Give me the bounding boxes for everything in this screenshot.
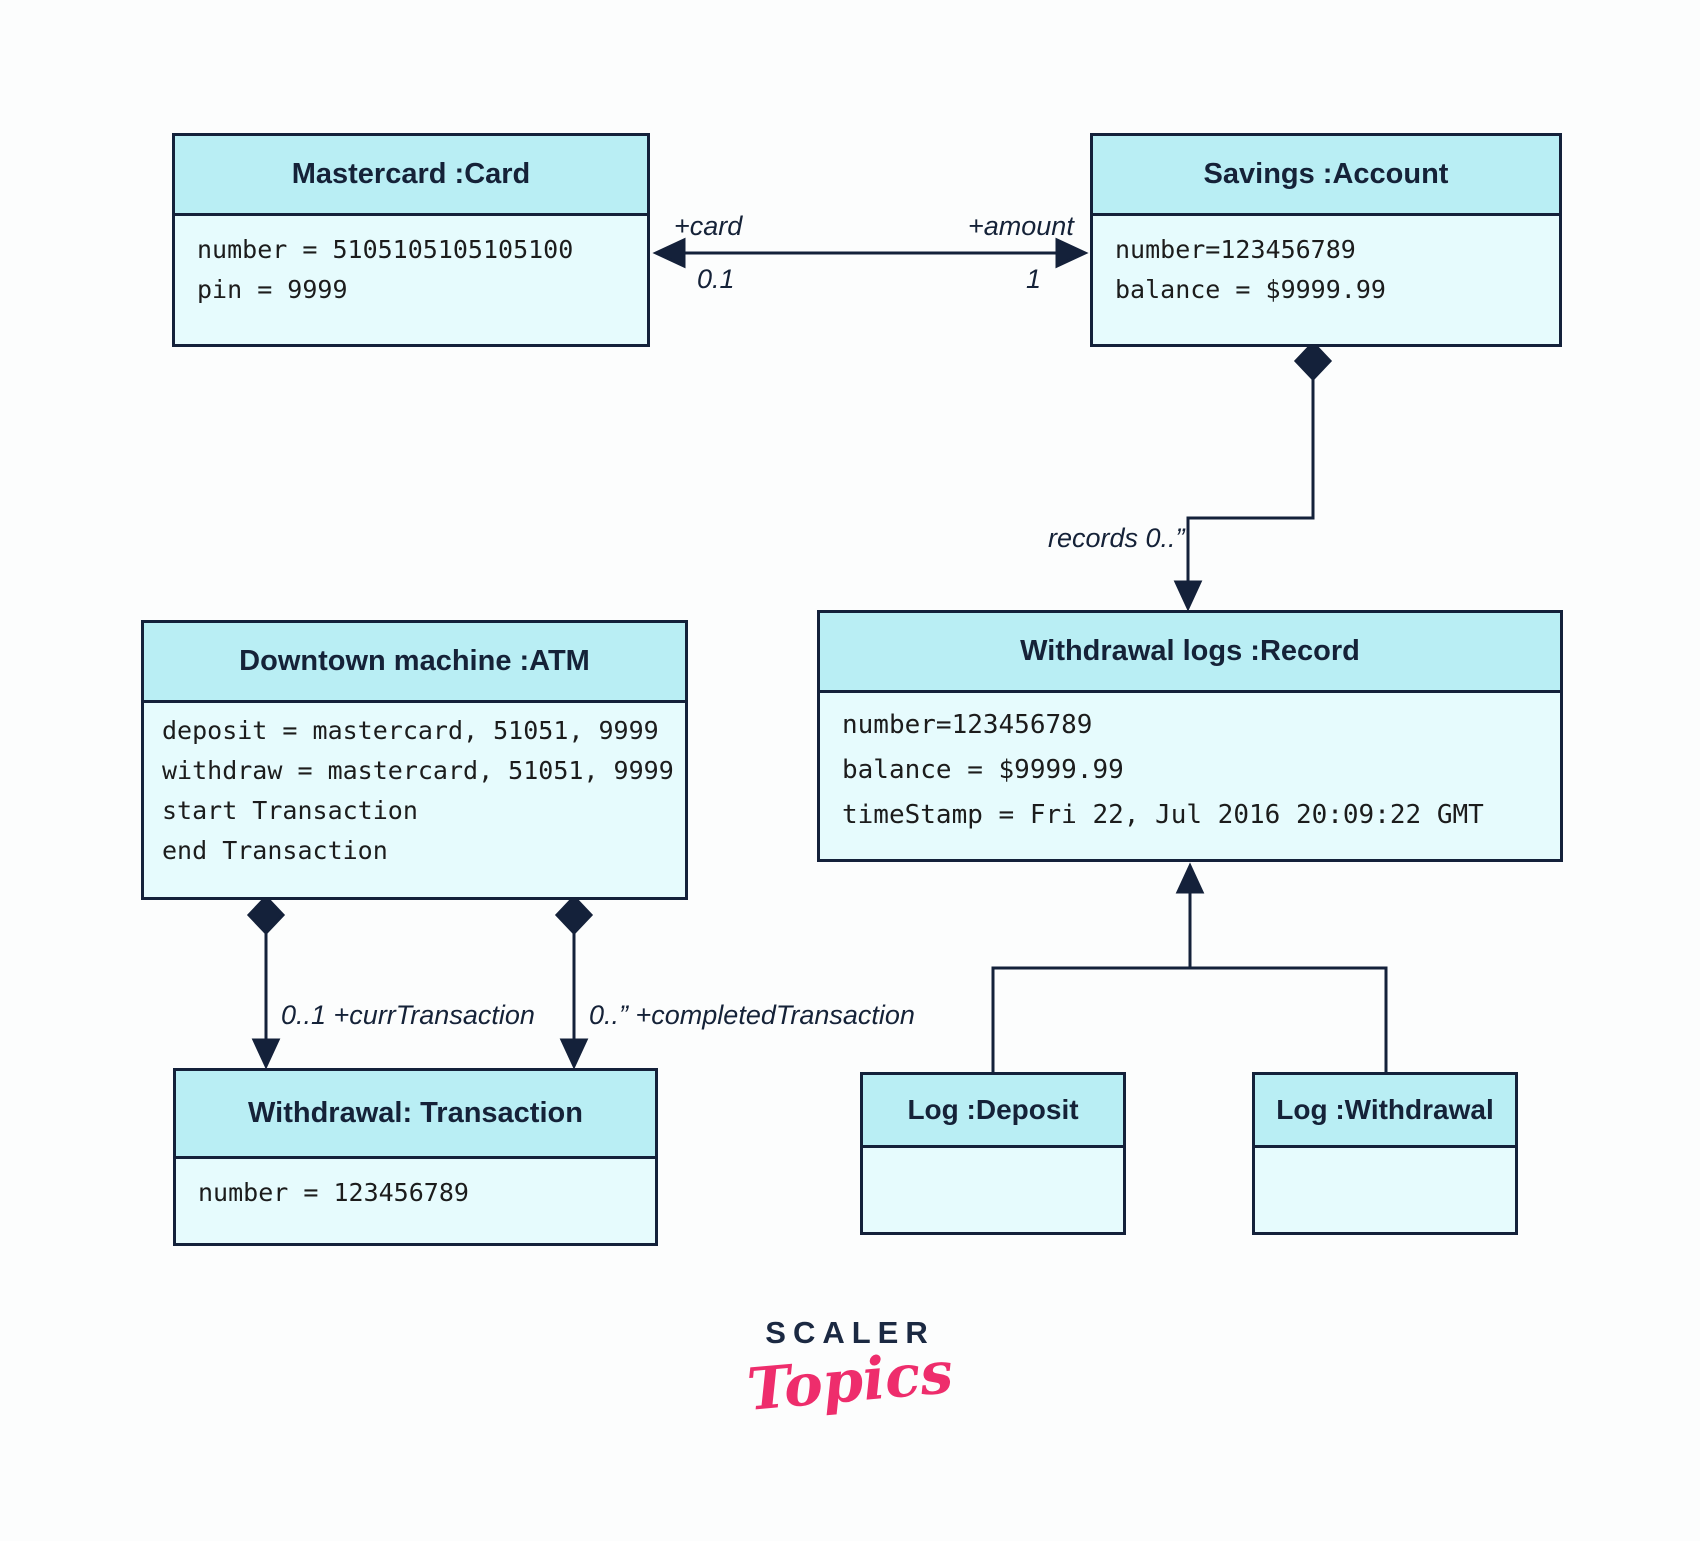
object-attributes: number = 123456789 [176, 1159, 655, 1213]
object-attributes: deposit = mastercard, 51051, 9999 withdr… [144, 703, 685, 871]
object-attributes [1255, 1148, 1515, 1158]
attribute-line: deposit = mastercard, 51051, 9999 [162, 716, 659, 745]
object-attributes [863, 1148, 1123, 1158]
attribute-line: balance = $9999.99 [842, 755, 1124, 785]
object-mastercard-card: Mastercard :Card number = 51051051051051… [172, 133, 650, 347]
attribute-line: balance = $9999.99 [1115, 275, 1386, 304]
object-withdrawal-transaction: Withdrawal: Transaction number = 1234567… [173, 1068, 658, 1246]
composition-atm-currtransaction [246, 894, 286, 1070]
attribute-line: timeStamp = Fri 22, Jul 2016 20:09:22 GM… [842, 800, 1484, 830]
attribute-line: number = 123456789 [198, 1178, 469, 1207]
object-title: Mastercard :Card [175, 136, 647, 216]
role-label-card: +card [674, 211, 743, 241]
object-title: Log :Withdrawal [1255, 1075, 1515, 1148]
object-title: Withdrawal logs :Record [820, 613, 1560, 693]
association-card-account [652, 237, 1089, 269]
object-downtown-machine-atm: Downtown machine :ATM deposit = masterca… [141, 620, 688, 900]
attribute-line: start Transaction [162, 796, 418, 825]
composition-diamond-icon [554, 894, 594, 936]
multiplicity-label-amount: 1 [1026, 264, 1042, 294]
object-savings-account: Savings :Account number=123456789 balanc… [1090, 133, 1562, 347]
object-attributes: number=123456789 balance = $9999.99 [1093, 216, 1559, 310]
multiplicity-label-card: 0.1 [697, 264, 735, 294]
arrowhead-down-icon [559, 1038, 589, 1070]
object-log-deposit: Log :Deposit [860, 1072, 1126, 1235]
attribute-line: number = 5105105105105100 [197, 235, 574, 264]
object-title: Log :Deposit [863, 1075, 1123, 1148]
generalization-logs-record [991, 862, 1388, 1072]
object-attributes: number=123456789 balance = $9999.99 time… [820, 693, 1560, 838]
attribute-line: withdraw = mastercard, 51051, 9999 [162, 756, 674, 785]
arrowhead-down-icon [251, 1038, 281, 1070]
object-withdrawal-logs-record: Withdrawal logs :Record number=123456789… [817, 610, 1563, 862]
object-title: Downtown machine :ATM [144, 623, 685, 703]
arrowhead-left-icon [652, 237, 686, 269]
object-log-withdrawal: Log :Withdrawal [1252, 1072, 1518, 1235]
attribute-line: number=123456789 [1115, 235, 1356, 264]
composition-diamond-icon [246, 894, 286, 936]
arrowhead-down-icon [1173, 580, 1203, 612]
edge-label-records: records 0..” [1048, 523, 1185, 553]
attribute-line: number=123456789 [842, 710, 1093, 740]
attribute-line: end Transaction [162, 836, 388, 865]
edge-label-currtransaction: 0..1 +currTransaction [281, 1000, 535, 1030]
role-label-amount: +amount [968, 211, 1074, 241]
attribute-line: pin = 9999 [197, 275, 348, 304]
composition-diamond-icon [1293, 340, 1333, 382]
object-title: Savings :Account [1093, 136, 1559, 216]
object-attributes: number = 5105105105105100 pin = 9999 [175, 216, 647, 310]
scaler-topics-logo: SCALER Topics [700, 1315, 1000, 1424]
composition-atm-completedtransaction [554, 894, 594, 1070]
edge-label-completedtransaction: 0..” +completedTransaction [589, 1000, 915, 1030]
logo-wordmark-scaler: SCALER [765, 1315, 935, 1350]
object-title: Withdrawal: Transaction [176, 1071, 655, 1159]
composition-account-record [1173, 340, 1333, 612]
arrowhead-right-icon [1055, 237, 1089, 269]
